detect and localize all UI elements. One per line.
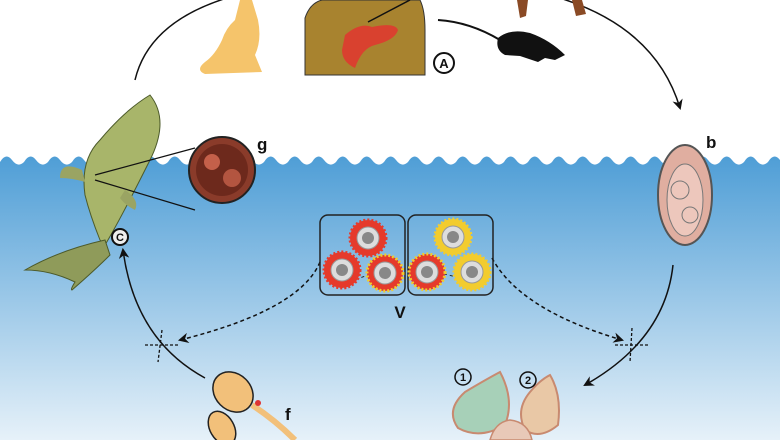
dog-icon [517, 0, 586, 18]
label-snail-2: 2 [519, 371, 537, 389]
metacercaria-magnified-icon [188, 136, 256, 204]
label-fish-host: C [111, 228, 129, 246]
svg-text:A: A [439, 56, 449, 71]
label-snail-1: 1 [454, 368, 472, 386]
rat-icon [437, 19, 565, 62]
liver-icon [342, 25, 398, 68]
svg-text:C: C [116, 232, 124, 244]
fish-icon [23, 94, 196, 291]
cercaria-icon [207, 371, 298, 440]
virus-particle-icon [322, 250, 362, 290]
virus-box [319, 214, 494, 296]
dashed-arrow-left [177, 261, 321, 344]
cycle-arrow-top [134, 0, 683, 111]
virus-particle-icon [348, 218, 388, 258]
egg-icon [657, 144, 713, 246]
block-cross-left [145, 329, 180, 363]
cat-icon [200, 0, 262, 74]
cycle-arrow-cercaria-to-fish [118, 247, 206, 379]
cycle-arrow-egg-to-snail [583, 264, 674, 387]
virus-particle-icon [407, 252, 447, 292]
label-cercaria: f [285, 405, 291, 424]
dashed-arrow-right [491, 257, 625, 343]
svg-text:1: 1 [460, 372, 466, 384]
label-definitive-host: A [433, 52, 455, 74]
virus-particle-icon [452, 252, 492, 292]
label-metacercaria: g [257, 135, 267, 154]
snail-icons [451, 370, 560, 440]
water-area [0, 156, 780, 440]
virus-particle-icon [433, 217, 473, 257]
block-cross-right [615, 327, 650, 363]
virus-particle-icon [365, 253, 405, 293]
label-egg: b [706, 133, 716, 152]
svg-text:2: 2 [525, 375, 531, 387]
label-virus: V [394, 303, 406, 322]
